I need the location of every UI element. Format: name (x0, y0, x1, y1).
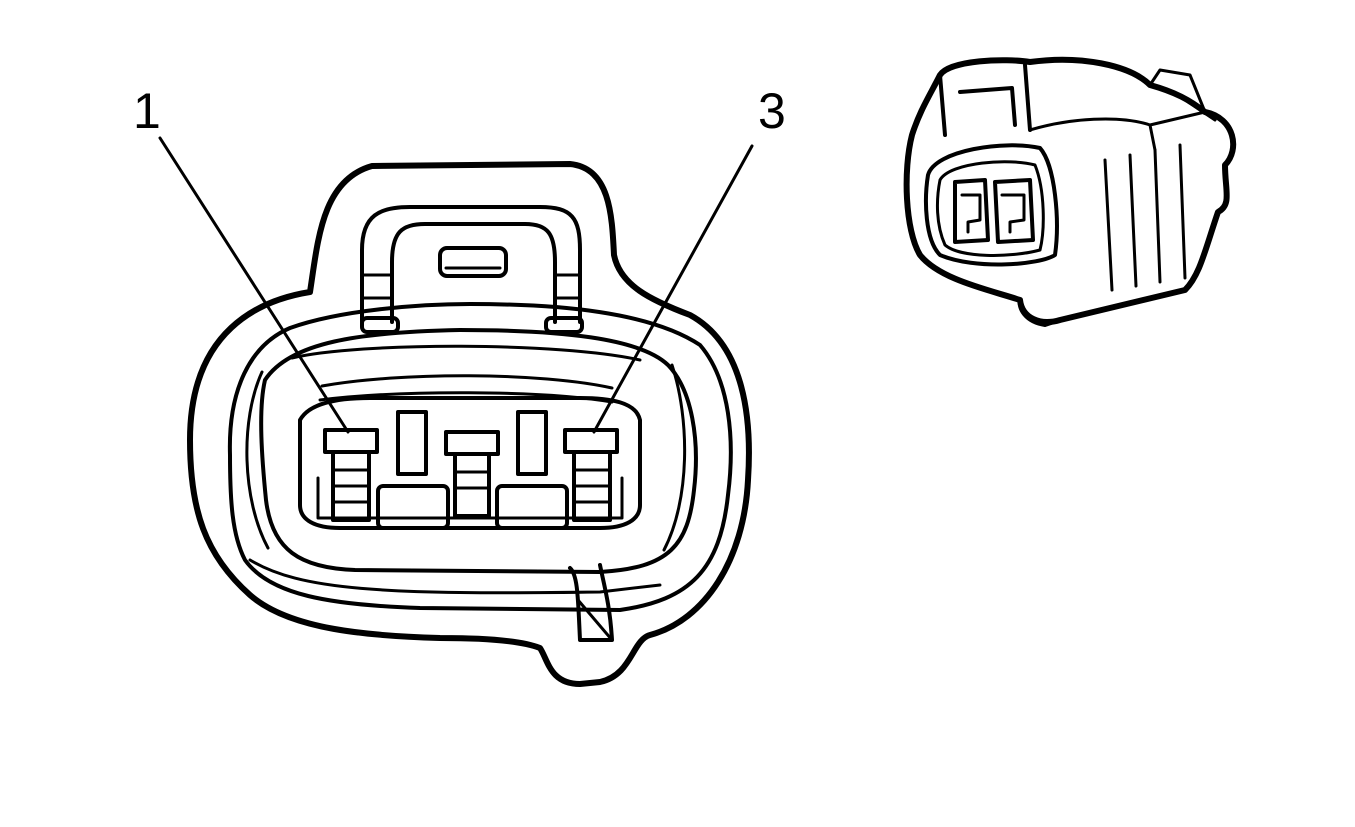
housing-outer-outline (187, 161, 752, 687)
spacer-post-left (396, 410, 428, 476)
iso-bottom-tab (1017, 298, 1062, 327)
terminal-cavity (298, 396, 642, 530)
housing-inner-contour (227, 302, 733, 612)
right-side-contour (662, 363, 687, 552)
iso-body-outline (903, 56, 1237, 325)
leader-line-pin-1 (158, 136, 350, 434)
callout-pin-3: 3 (592, 83, 786, 434)
terminal-pin-3 (563, 428, 619, 522)
latch-arch-inner (390, 222, 557, 324)
lock-window (438, 246, 508, 278)
bottom-curve-1 (248, 558, 662, 595)
iso-face-outline (923, 143, 1059, 267)
retainer-block-right (495, 484, 569, 530)
key-channel (568, 563, 614, 642)
key-channel-diagonal (576, 598, 614, 642)
left-side-contour (245, 370, 270, 550)
terminal-pin-1 (323, 428, 379, 522)
iso-terminals (953, 178, 1035, 244)
leader-line-pin-3 (592, 144, 754, 434)
iso-rear-lock (1148, 68, 1217, 122)
iso-terminal-detail (960, 193, 1026, 234)
iso-latch (938, 63, 1032, 137)
callout-label-3: 3 (758, 83, 786, 139)
iso-face-inner (935, 160, 1045, 257)
latch-foot-left (360, 316, 400, 334)
callout-pin-1: 1 (133, 83, 350, 434)
iso-top-edge (1028, 110, 1207, 152)
terminal-pin-2 (444, 430, 500, 518)
connector-face-view (187, 161, 752, 687)
rib-line-upper (320, 374, 614, 390)
latch-foot-right (544, 316, 584, 334)
recess-outline (259, 328, 698, 574)
iso-ribs (1103, 143, 1187, 292)
connector-isometric-view (903, 56, 1237, 327)
retainer-block-left (376, 484, 450, 530)
callout-label-1: 1 (133, 83, 161, 139)
spacer-post-right (516, 410, 548, 476)
latch-arch-outer (360, 205, 582, 324)
cavity-floor (316, 476, 624, 520)
rib-line-top (290, 344, 642, 362)
